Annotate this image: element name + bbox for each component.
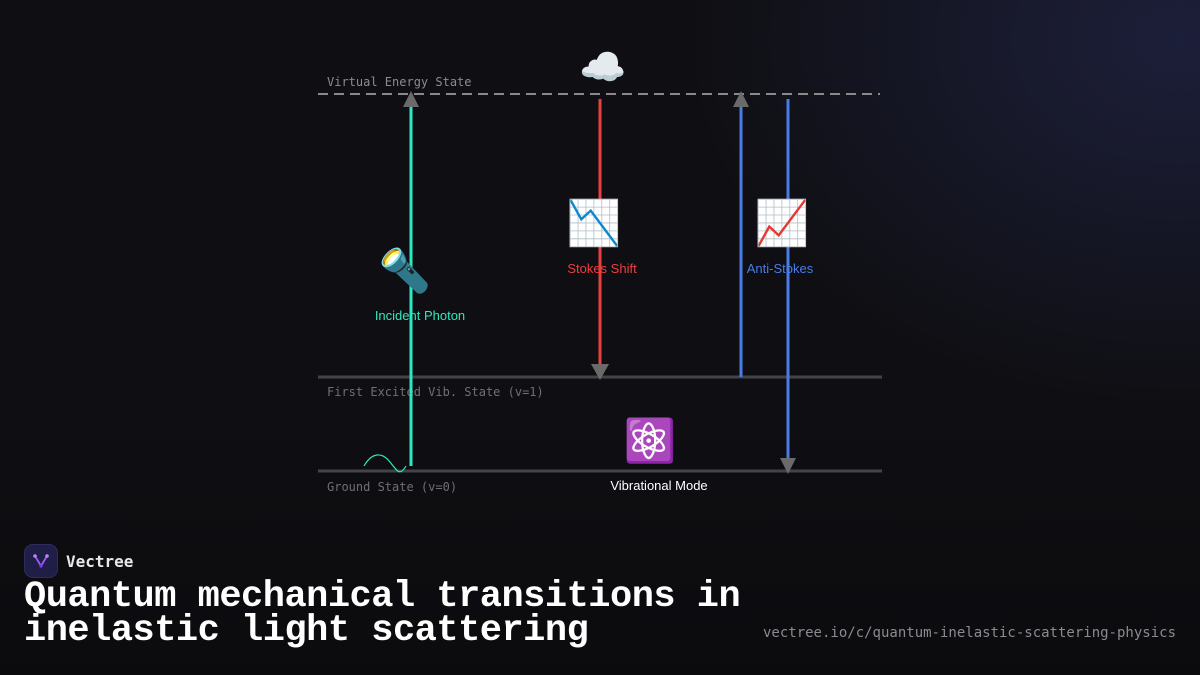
photon-wave <box>363 454 407 473</box>
vibrational-mode-label: Vibrational Mode <box>610 478 707 493</box>
stokes-arrow-head <box>591 364 609 380</box>
virtual-state-label: Virtual Energy State <box>327 75 472 89</box>
brand: Vectree <box>24 544 133 578</box>
chart-decreasing-icon: 📉 <box>567 198 622 248</box>
energy-level-diagram: Virtual Energy State First Excited Vib. … <box>318 47 882 494</box>
ground-state-label: Ground State (v=0) <box>327 480 457 494</box>
vectree-logo <box>24 544 58 578</box>
chart-increasing-icon: 📈 <box>755 198 810 248</box>
page-title: Quantum mechanical transitions in inelas… <box>24 576 741 652</box>
source-url[interactable]: vectree.io/c/quantum-inelastic-scatterin… <box>762 625 1176 641</box>
incident-photon-label: Incident Photon <box>375 308 465 323</box>
excited-state-label: First Excited Vib. State (v=1) <box>327 385 544 399</box>
anti-stokes-up-head <box>733 91 749 107</box>
flashlight-icon: 🔦 <box>379 246 431 296</box>
anti-stokes-label: Anti-Stokes <box>747 261 814 276</box>
incident-arrow-head <box>403 91 419 107</box>
anti-stokes-down-head <box>780 458 796 474</box>
cloud-icon: ☁️ <box>579 47 626 89</box>
stokes-shift-label: Stokes Shift <box>567 261 637 276</box>
atom-icon: ⚛️ <box>624 416 676 465</box>
brand-name: Vectree <box>66 551 134 571</box>
